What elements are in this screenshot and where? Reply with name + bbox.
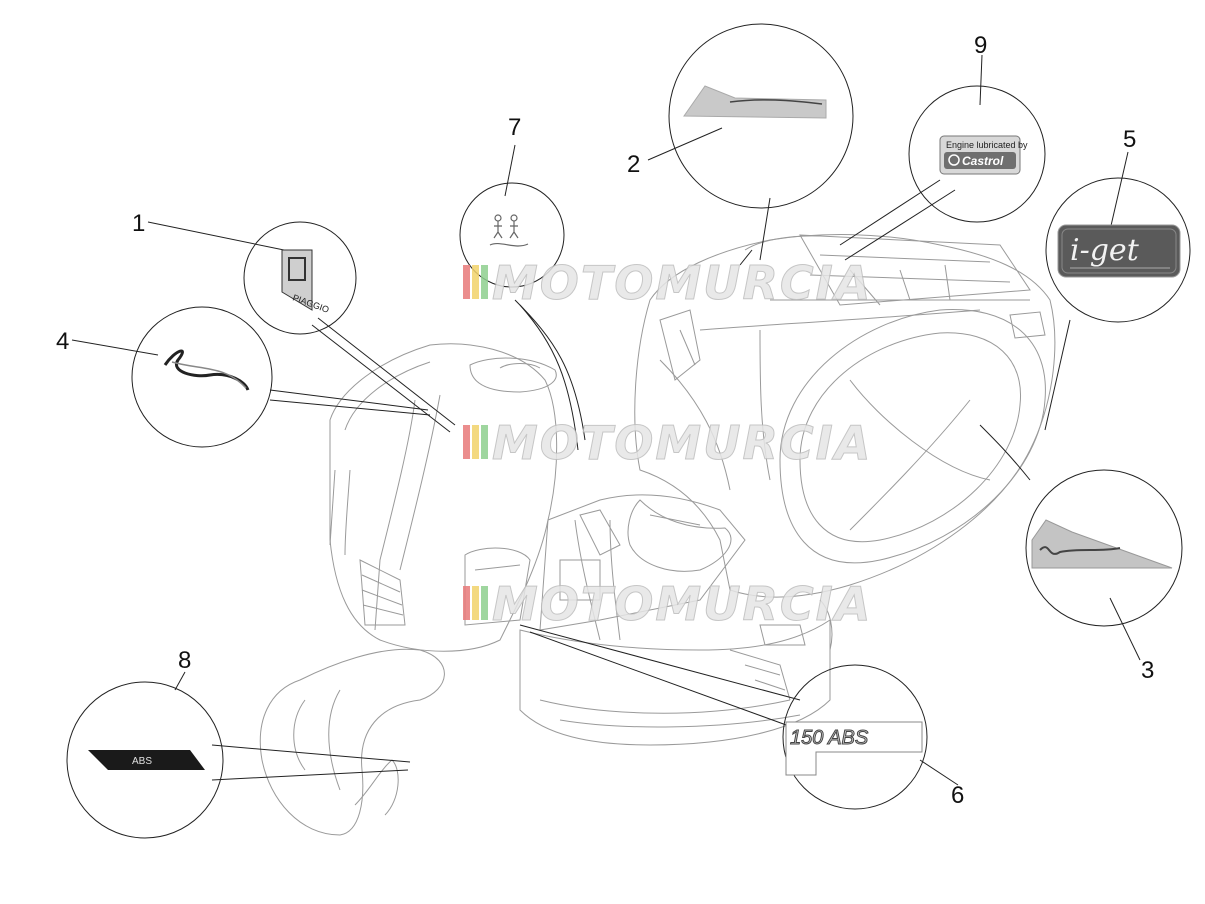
castrol-badge: Engine lubricated by Castrol bbox=[939, 135, 1028, 175]
watermark-1: MOTOMURCIA bbox=[463, 256, 872, 311]
abs8-label: ABS bbox=[132, 756, 152, 767]
castrol-line2: Castrol bbox=[962, 154, 1004, 168]
callout-number: 4 bbox=[56, 328, 69, 355]
scooter-outline bbox=[259, 234, 1056, 836]
watermark-2: MOTOMURCIA bbox=[463, 416, 872, 471]
vespa-kids-badge bbox=[489, 214, 529, 247]
callout-number: 3 bbox=[1141, 657, 1154, 684]
callout-circles bbox=[66, 23, 1191, 839]
callout-number: 2 bbox=[627, 151, 640, 178]
circle-2 bbox=[668, 23, 854, 209]
piaggio-badge: PIAGGIO bbox=[281, 249, 330, 315]
watermark-text: MOTOMURCIA bbox=[492, 256, 872, 310]
callout-number: 6 bbox=[951, 782, 964, 809]
vespa-badge-3 bbox=[1031, 519, 1173, 569]
primavera-badge bbox=[683, 85, 827, 119]
circle-1 bbox=[243, 221, 357, 335]
callout-number: 1 bbox=[132, 210, 145, 237]
callout-number: 5 bbox=[1123, 126, 1136, 153]
circle-3 bbox=[1025, 469, 1183, 627]
callout-number: 8 bbox=[178, 647, 191, 674]
circle-5 bbox=[1045, 177, 1191, 323]
vespa-script-badge-4 bbox=[163, 349, 250, 391]
circle-8 bbox=[66, 681, 224, 839]
castrol-line1: Engine lubricated by bbox=[946, 140, 1028, 150]
iget-badge: i-get bbox=[1057, 224, 1181, 278]
watermark-3: MOTOMURCIA bbox=[463, 577, 872, 632]
abs8-badge: ABS bbox=[88, 750, 205, 770]
circle-4 bbox=[131, 306, 273, 448]
circle-6 bbox=[782, 664, 928, 810]
watermark-text: MOTOMURCIA bbox=[492, 416, 872, 470]
callout-number: 9 bbox=[974, 32, 987, 59]
callout-number: 7 bbox=[508, 114, 521, 141]
watermark-text: MOTOMURCIA bbox=[492, 577, 872, 631]
iget-label: i-get bbox=[1070, 233, 1140, 268]
abs150-label: 150 ABS bbox=[790, 727, 869, 749]
circle-7 bbox=[459, 182, 565, 288]
callout-numbers: 1 2 3 4 5 6 7 8 9 bbox=[56, 32, 1154, 809]
abs150-badge: 150 ABS bbox=[785, 721, 923, 776]
leader-lines bbox=[71, 54, 1141, 786]
circle-9 bbox=[908, 85, 1046, 223]
